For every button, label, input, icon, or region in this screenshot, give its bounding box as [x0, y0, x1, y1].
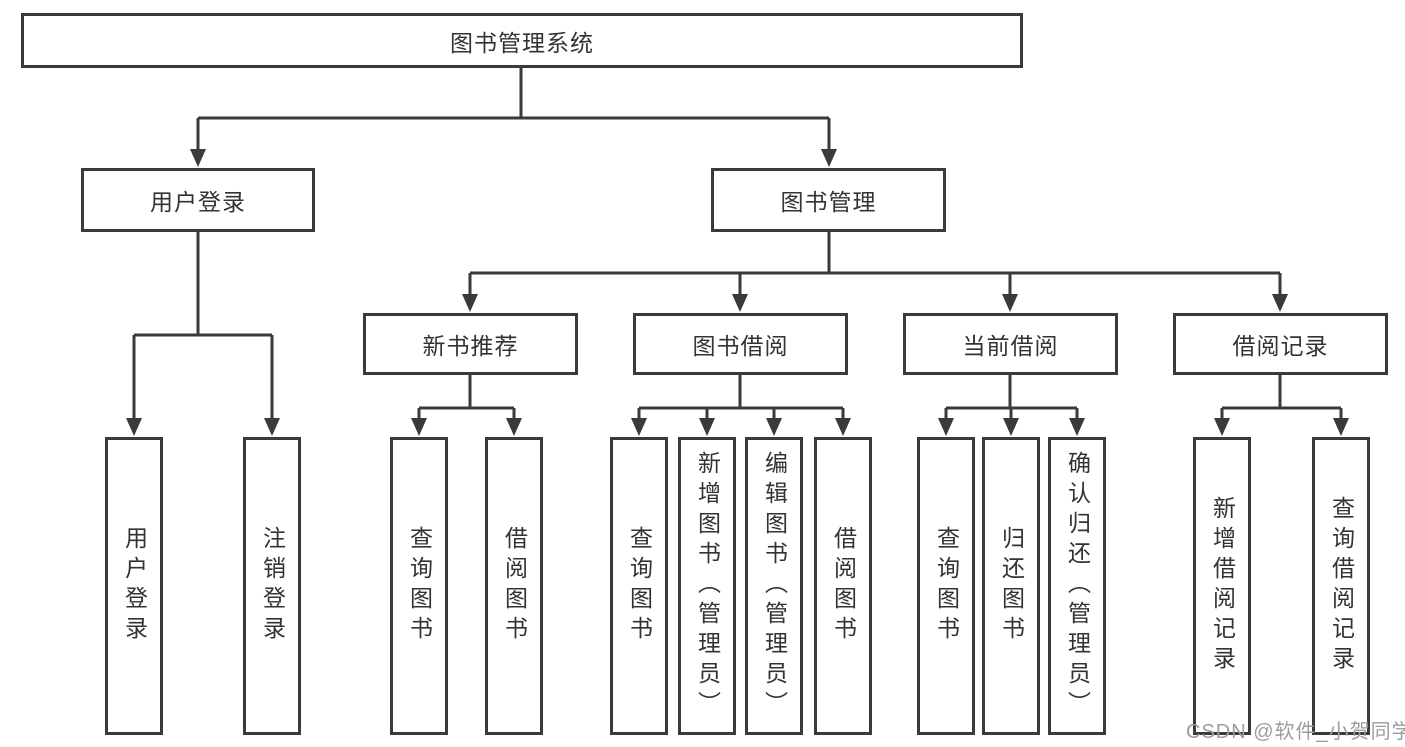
- leaf-query-books: 查询图书: [917, 437, 975, 735]
- leaf-user-login: 用户登录: [105, 437, 163, 735]
- leaf-query-books: 查询图书: [390, 437, 448, 735]
- leaf-borrow-books: 借阅图书: [814, 437, 872, 735]
- connector-current-to-leaves: [938, 375, 1085, 436]
- node-current-borrow: 当前借阅: [903, 313, 1118, 375]
- connector-root-to-level1: [190, 68, 837, 167]
- node-label: 归还图书: [998, 526, 1025, 646]
- node-new-book-recommend: 新书推荐: [363, 313, 578, 375]
- node-label: 借阅图书: [501, 526, 528, 646]
- node-label: 图书借阅: [692, 333, 789, 359]
- node-label: 新增图书（管理员）: [694, 451, 721, 721]
- node-label: 查询图书: [626, 526, 653, 646]
- leaf-borrow-books: 借阅图书: [485, 437, 543, 735]
- leaf-query-borrow-record: 查询借阅记录: [1312, 437, 1370, 735]
- node-book-management: 图书管理: [711, 168, 946, 232]
- node-label: 当前借阅: [962, 333, 1059, 359]
- node-label: 图书管理: [780, 189, 877, 215]
- node-user-login: 用户登录: [81, 168, 315, 232]
- node-label: 查询借阅记录: [1328, 496, 1355, 676]
- leaf-query-books: 查询图书: [610, 437, 668, 735]
- node-book-borrow: 图书借阅: [633, 313, 848, 375]
- leaf-add-books-admin: 新增图书（管理员）: [678, 437, 736, 735]
- node-label: 图书管理系统: [450, 29, 594, 56]
- node-label: 查询图书: [406, 526, 433, 646]
- node-label: 用户登录: [150, 189, 246, 215]
- node-system-root: 图书管理系统: [21, 13, 1023, 68]
- node-label: 确认归还（管理员）: [1064, 451, 1091, 721]
- node-label: 用户登录: [121, 526, 148, 646]
- node-label: 注销登录: [259, 526, 286, 646]
- node-label: 新书推荐: [422, 333, 519, 359]
- leaf-edit-books-admin: 编辑图书（管理员）: [745, 437, 803, 735]
- node-borrow-records: 借阅记录: [1173, 313, 1388, 375]
- connector-login-to-leaves: [126, 232, 280, 436]
- csdn-watermark: CSDN @软件_小贺同学: [1186, 721, 1405, 743]
- connector-mgmt-to-level2: [462, 232, 1288, 312]
- leaf-logout: 注销登录: [243, 437, 301, 735]
- connector-recommend-to-leaves: [411, 375, 522, 436]
- leaf-add-borrow-record: 新增借阅记录: [1193, 437, 1251, 735]
- connector-history-to-leaves: [1214, 375, 1349, 436]
- leaf-confirm-return-admin: 确认归还（管理员）: [1048, 437, 1106, 735]
- node-label: 查询图书: [933, 526, 960, 646]
- connector-borrow-to-leaves: [631, 375, 851, 436]
- node-label: 新增借阅记录: [1209, 496, 1236, 676]
- node-label: 借阅记录: [1232, 333, 1329, 359]
- node-label: 借阅图书: [830, 526, 857, 646]
- leaf-return-books: 归还图书: [982, 437, 1040, 735]
- node-label: 编辑图书（管理员）: [761, 451, 788, 721]
